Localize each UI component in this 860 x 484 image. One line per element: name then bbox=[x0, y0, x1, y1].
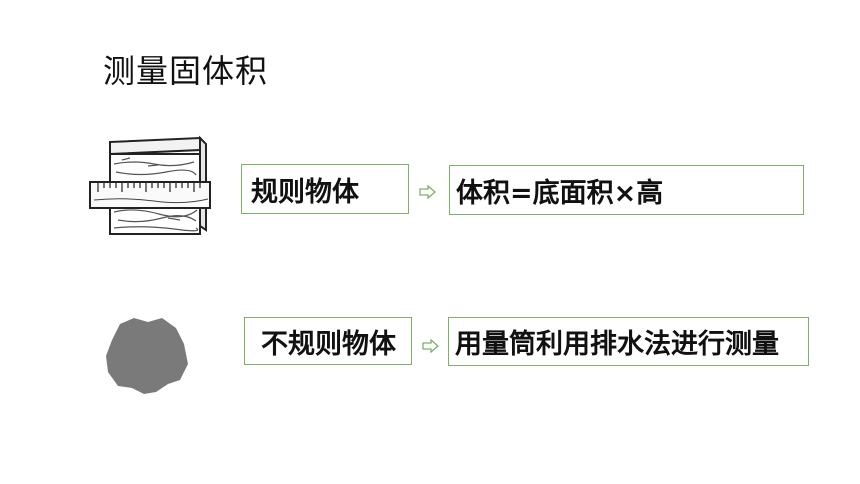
slide-title: 测量固体积 bbox=[103, 52, 269, 90]
irregular-measurement-method: 用量筒利用排水法进行测量 bbox=[448, 317, 809, 366]
regular-object-label: 规则物体 bbox=[241, 164, 409, 214]
regular-volume-formula: 体积=底面积×高 bbox=[449, 165, 804, 215]
right-arrow-icon bbox=[419, 185, 436, 199]
wooden-block-with-ruler-icon bbox=[89, 135, 211, 235]
right-arrow-icon bbox=[422, 339, 439, 353]
stone-icon bbox=[106, 318, 188, 394]
irregular-object-label: 不规则物体 bbox=[244, 317, 412, 365]
